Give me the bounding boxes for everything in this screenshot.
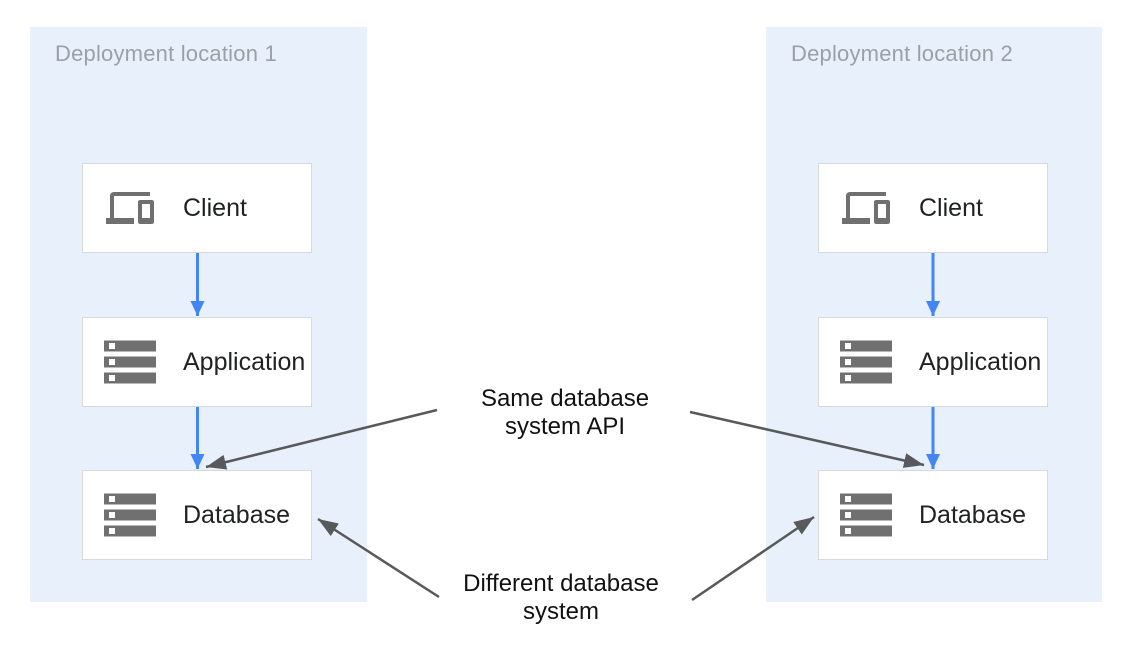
storage-icon [101, 340, 159, 384]
node-label: Application [183, 347, 306, 376]
annotation-line: Same database [480, 385, 650, 412]
node-database-1: Database [82, 470, 312, 560]
node-database-2: Database [818, 470, 1048, 560]
storage-icon [101, 493, 159, 537]
node-client-1: Client [82, 163, 312, 253]
storage-icon [837, 493, 895, 537]
node-label: Client [183, 193, 247, 222]
annotation-same-database-api: Same database system API [440, 385, 690, 441]
panel-deployment-location-1: Deployment location 1 Client [30, 27, 367, 602]
node-label: Database [919, 500, 1027, 529]
panel-title: Deployment location 2 [791, 41, 1013, 66]
panel-deployment-location-2: Deployment location 2 Client [766, 27, 1102, 602]
node-label: Application [919, 347, 1042, 376]
devices-icon [101, 184, 159, 232]
storage-icon [837, 340, 895, 384]
node-application-1: Application [82, 317, 312, 407]
node-label: Client [919, 193, 983, 222]
node-application-2: Application [818, 317, 1048, 407]
annotation-line: system API [504, 413, 626, 440]
annotation-line: Different database [463, 570, 659, 597]
panel-title: Deployment location 1 [55, 41, 277, 66]
annotation-different-database-system: Different database system [436, 570, 686, 626]
node-label: Database [183, 500, 291, 529]
node-client-2: Client [818, 163, 1048, 253]
devices-icon [837, 184, 895, 232]
annotation-line: system [522, 598, 599, 625]
